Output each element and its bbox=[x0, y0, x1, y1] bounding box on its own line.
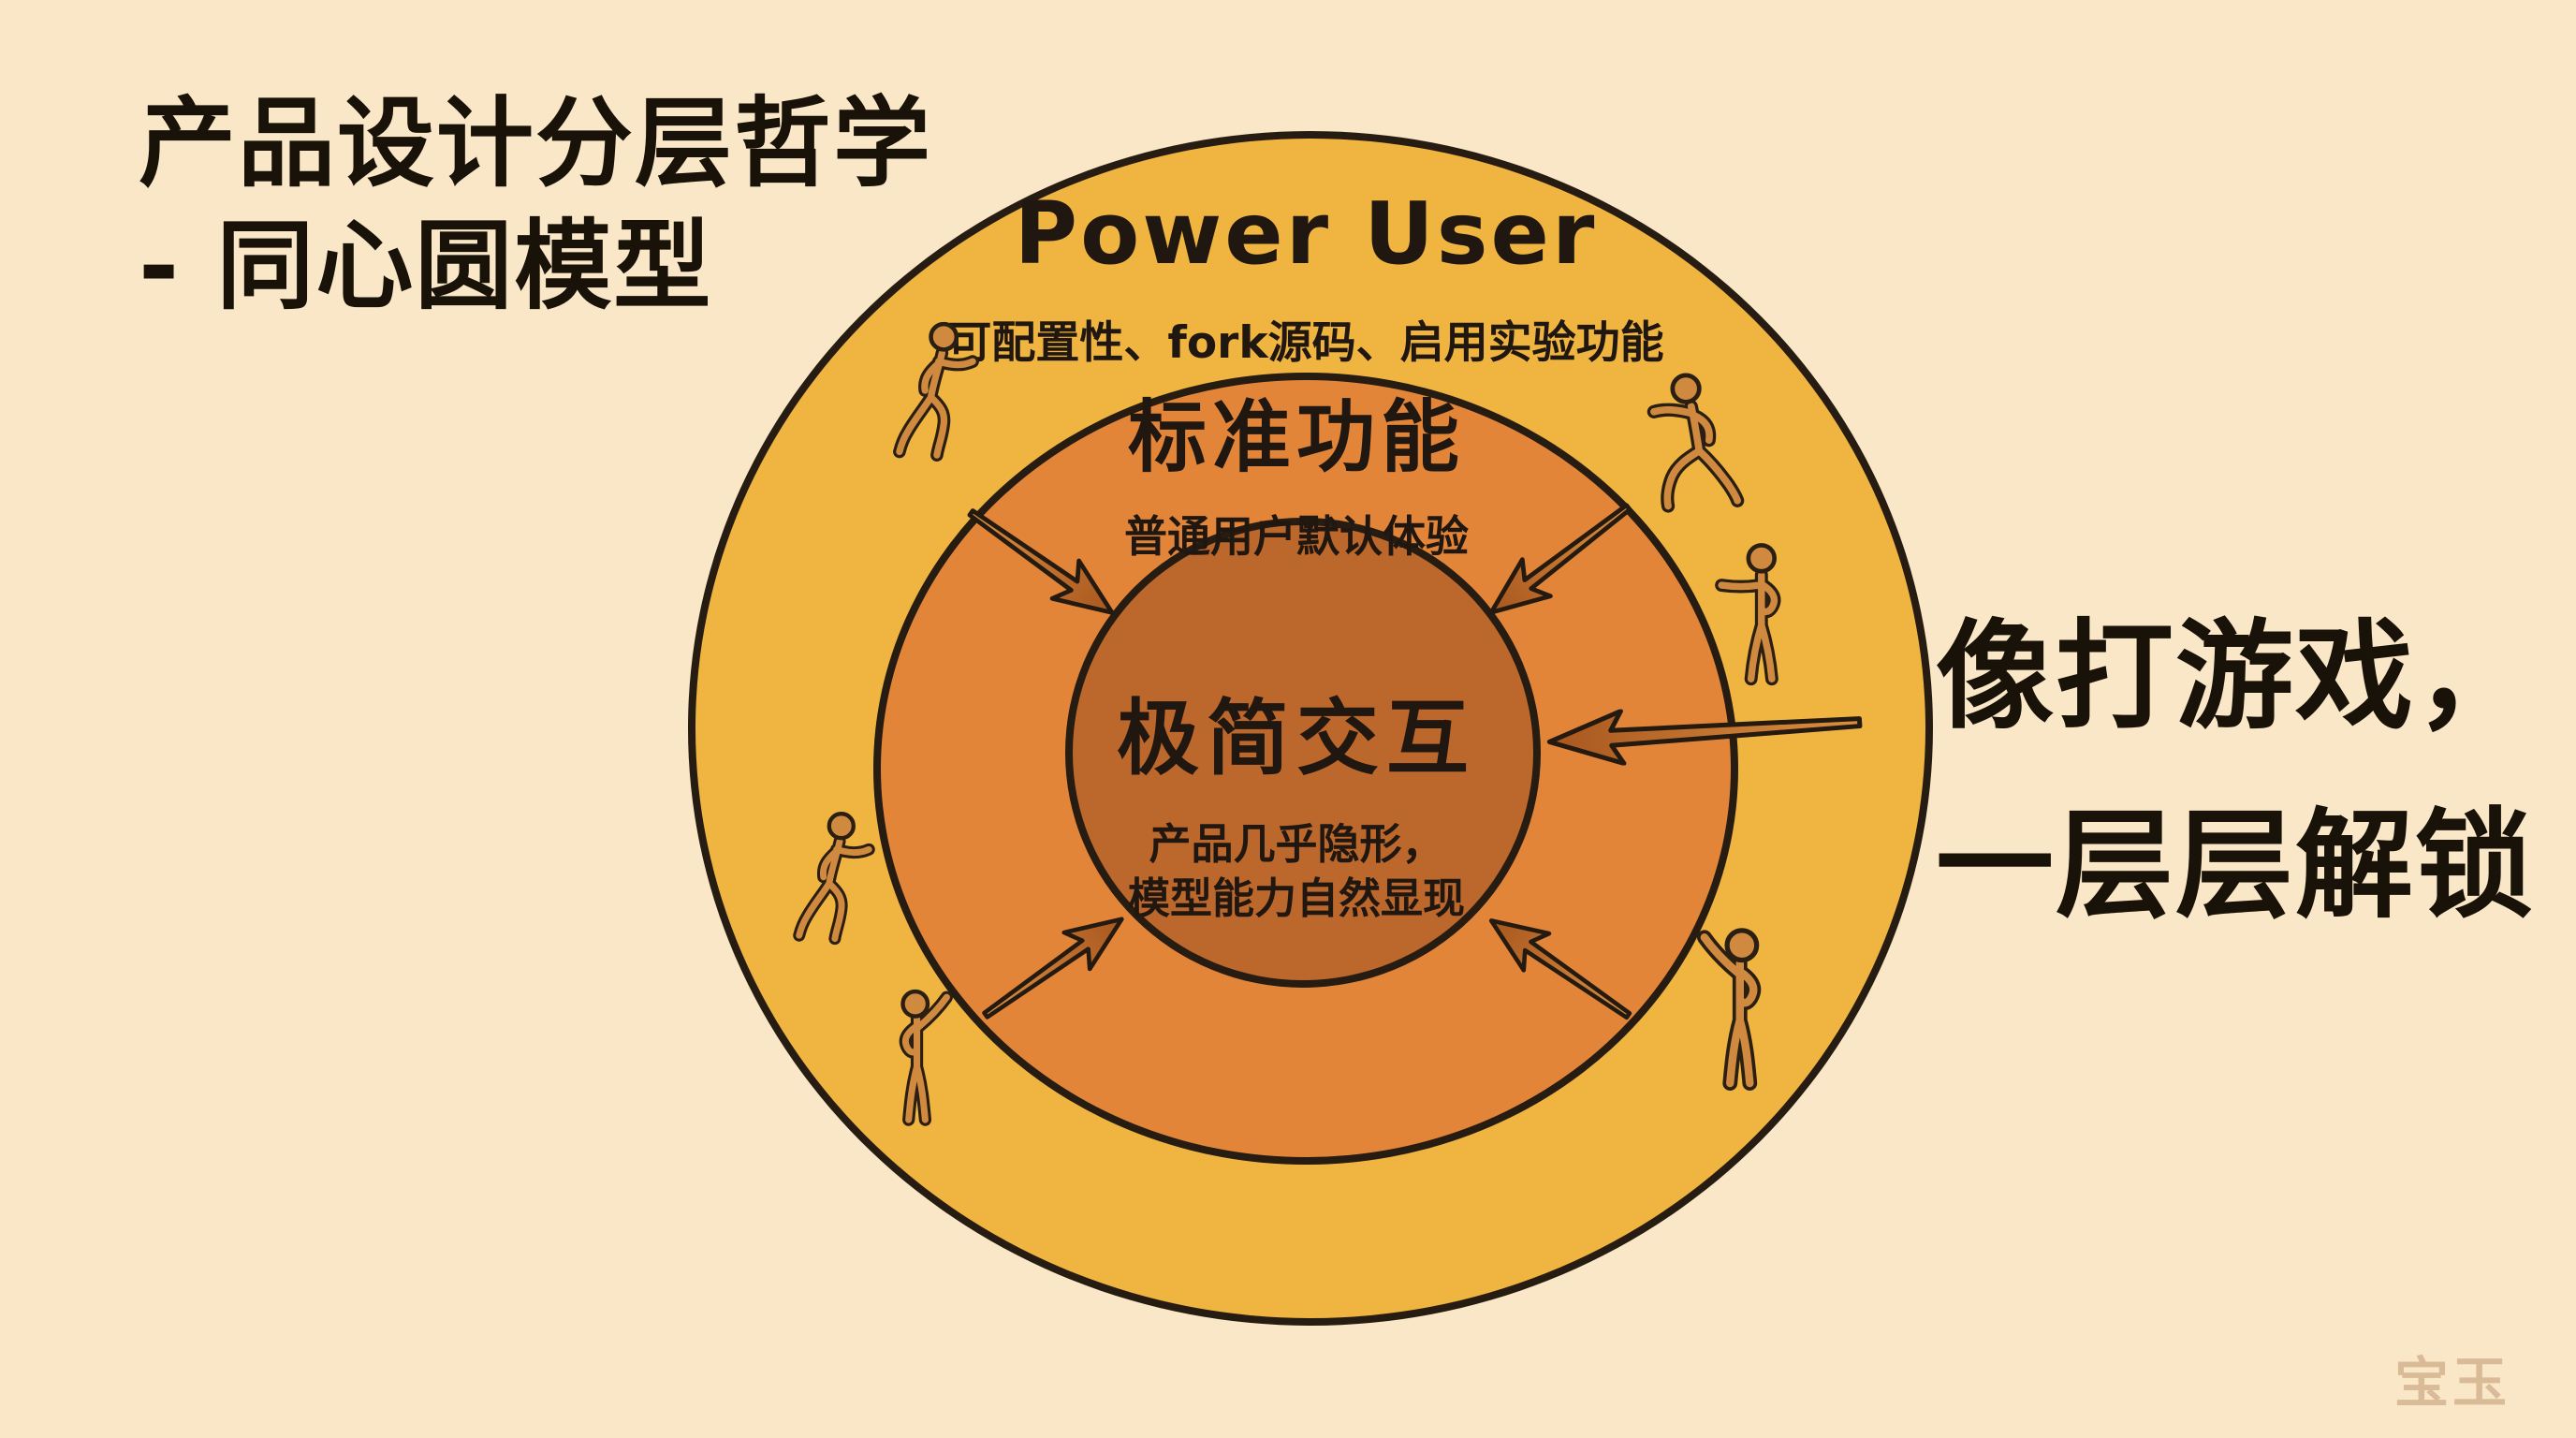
inner-circle-sublabel-line2: 模型能力自然显现 bbox=[1127, 873, 1465, 923]
person-running-icon bbox=[1647, 373, 1745, 513]
page-title: 产品设计分层哲学 - 同心圆模型 bbox=[139, 82, 932, 328]
outer-ring-label: Power User bbox=[1014, 183, 1598, 284]
outer-ring-text: Power User 可配置性、fork源码、启用实验功能 bbox=[838, 183, 1774, 371]
side-note: 像打游戏， 一层层解锁 bbox=[1936, 582, 2535, 960]
inward-arrow-bottom-left-icon bbox=[982, 917, 1124, 1020]
watermark: 宝玉 bbox=[2394, 1351, 2511, 1415]
inner-circle-sublabel: 产品几乎隐形， 模型能力自然显现 bbox=[969, 817, 1624, 925]
person-reaching-icon bbox=[1715, 543, 1781, 686]
inner-circle-text: 极简交互 产品几乎隐形， 模型能力自然显现 bbox=[969, 672, 1624, 925]
inward-arrow-top-left-icon bbox=[967, 508, 1115, 615]
middle-ring-label: 标准功能 bbox=[1127, 391, 1465, 483]
inward-arrow-right-icon bbox=[1546, 709, 1863, 766]
person-walking-icon bbox=[893, 321, 979, 462]
side-note-line1: 像打游戏， bbox=[1936, 608, 2535, 745]
middle-ring-sublabel: 普通用户默认体验 bbox=[1124, 511, 1469, 562]
inward-arrow-top-right-icon bbox=[1488, 503, 1632, 615]
inward-arrow-bottom-right-icon bbox=[1488, 918, 1632, 1020]
middle-ring-text: 标准功能 普通用户默认体验 bbox=[922, 374, 1671, 565]
inner-circle-sublabel-line1: 产品几乎隐形， bbox=[1149, 819, 1444, 869]
outer-ring-sublabel: 可配置性、fork源码、启用实验功能 bbox=[947, 317, 1664, 369]
person-walking-icon bbox=[793, 812, 875, 946]
person-arm-raised-icon bbox=[899, 989, 953, 1126]
person-arm-raised-icon bbox=[1697, 928, 1762, 1091]
inner-circle-minimal-interaction bbox=[1065, 518, 1541, 988]
page-title-line1: 产品设计分层哲学 bbox=[139, 86, 933, 200]
inner-circle-label: 极简交互 bbox=[1116, 690, 1476, 786]
side-note-line2: 一层层解锁 bbox=[1936, 796, 2535, 934]
page-title-line2: - 同心圆模型 bbox=[139, 209, 713, 324]
